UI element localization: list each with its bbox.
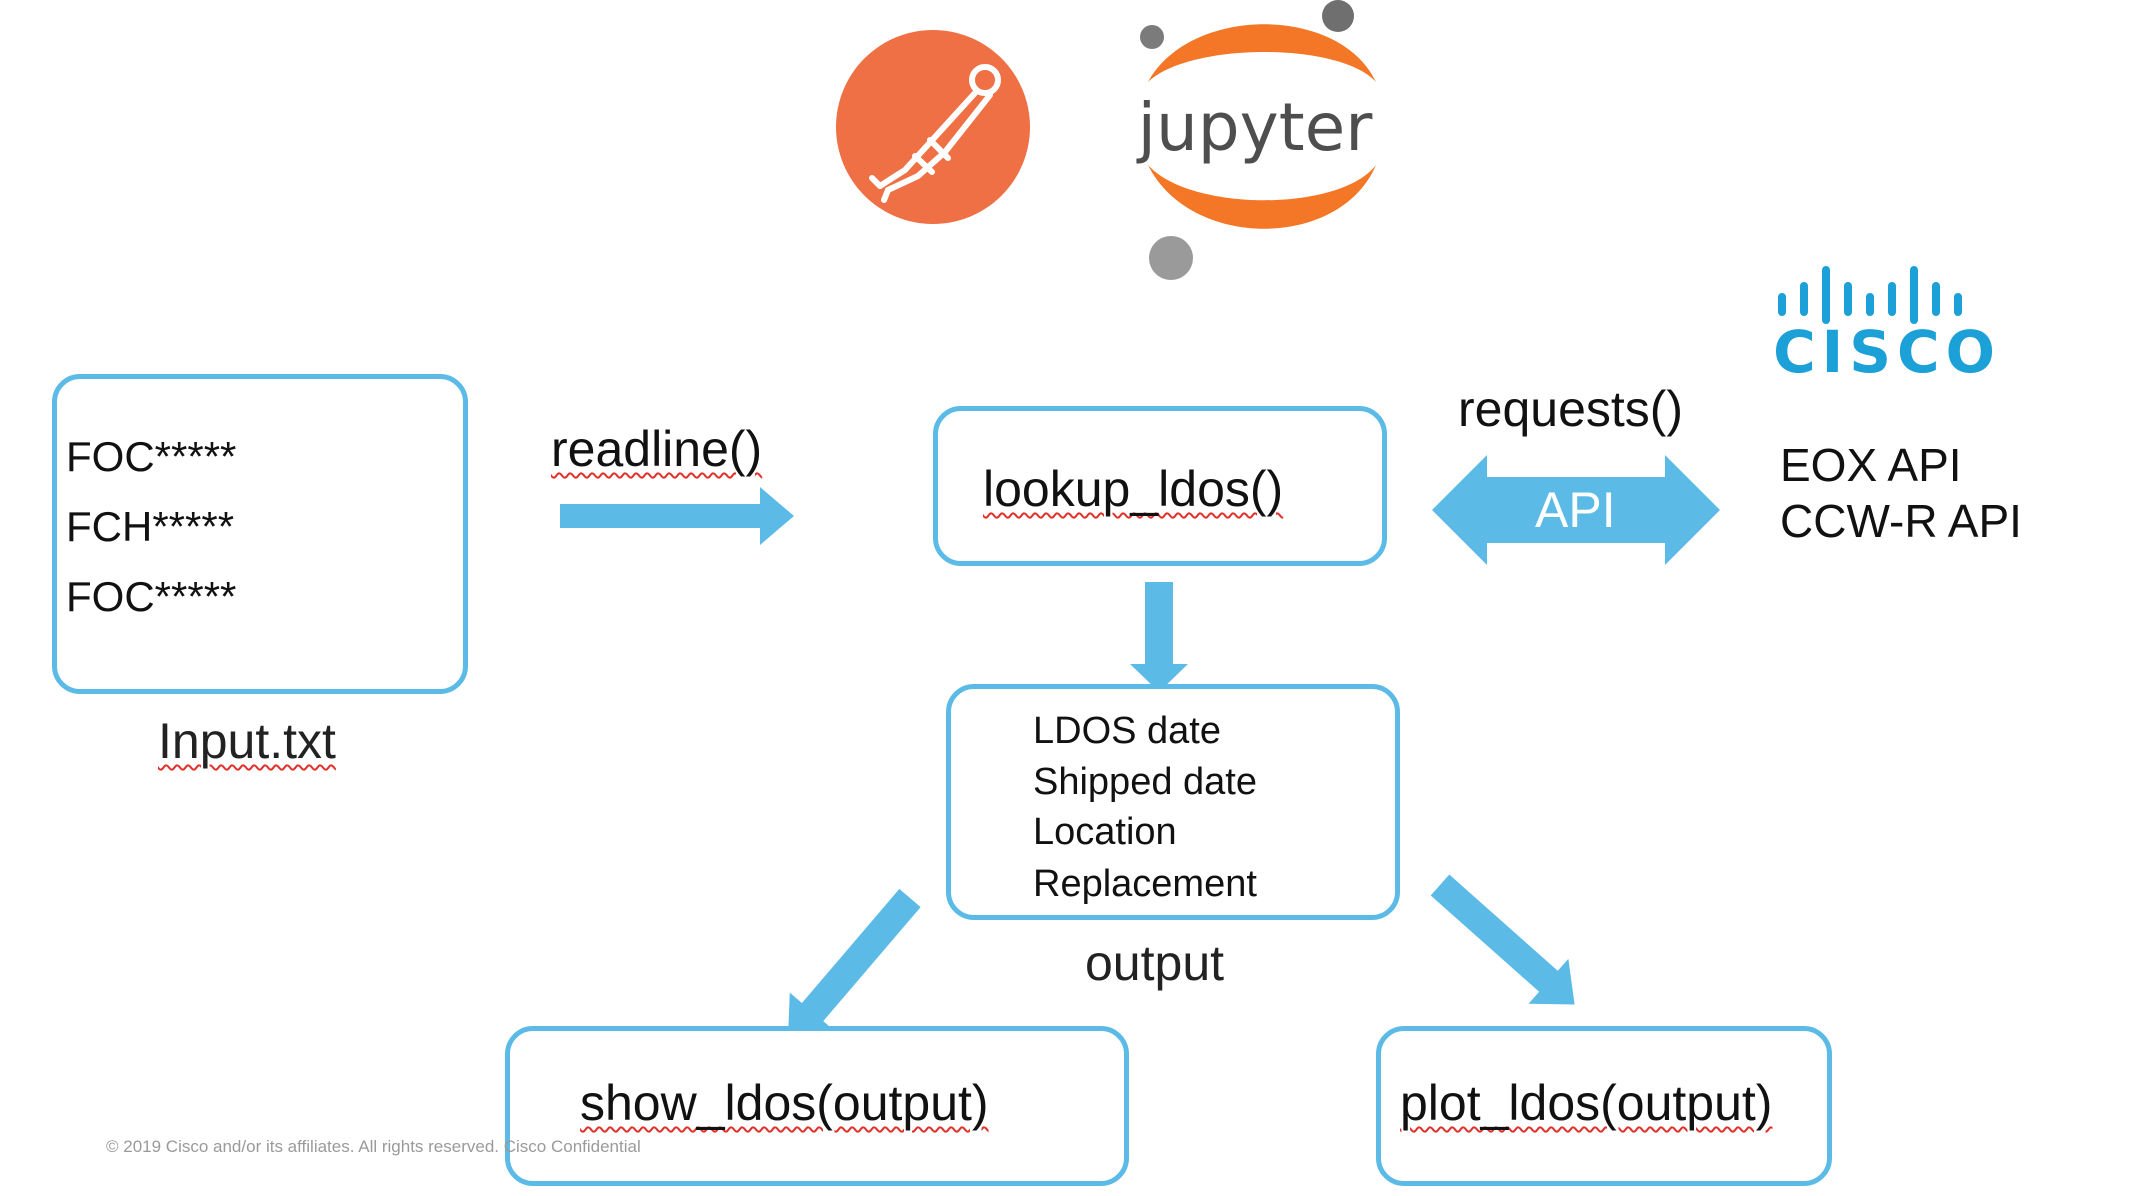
postman-logo <box>836 30 1030 224</box>
field-location: Location <box>1033 811 1177 853</box>
output-box <box>946 684 1400 920</box>
svg-text:CISCO: CISCO <box>1773 318 2001 386</box>
requests-label: requests() <box>1458 381 1684 437</box>
serial-line-1: FOC***** <box>66 433 237 480</box>
jupyter-logo: jupyter <box>1136 0 1376 280</box>
lookup-ldos-box <box>933 406 1387 566</box>
plot-ldos-label: plot_ldos(output) <box>1400 1075 1773 1131</box>
show-ldos-label: show_ldos(output) <box>580 1075 989 1131</box>
show-ldos-box <box>505 1026 1129 1186</box>
field-shipped-date: Shipped date <box>1033 761 1257 803</box>
ccwr-api-label: CCW-R API <box>1780 495 2022 547</box>
api-double-arrow <box>1432 455 1720 565</box>
api-arrow-label: API <box>1535 482 1616 538</box>
input-file-caption: Input.txt <box>158 713 336 769</box>
readline-arrow <box>560 487 794 545</box>
svg-text:jupyter: jupyter <box>1136 89 1374 166</box>
lookup-ldos-label: lookup_ldos() <box>983 461 1284 517</box>
down-arrow <box>1130 582 1188 692</box>
plot-ldos-box <box>1376 1026 1832 1186</box>
serial-line-3: FOC***** <box>66 573 237 620</box>
eox-api-label: EOX API <box>1780 439 1962 491</box>
output-caption: output <box>1085 935 1225 991</box>
copyright-footer: © 2019 Cisco and/or its affiliates. All … <box>106 1137 641 1156</box>
readline-label: readline() <box>551 421 763 477</box>
arrow-to-show <box>787 888 921 1041</box>
field-ldos-date: LDOS date <box>1033 710 1221 752</box>
serial-line-2: FCH***** <box>66 503 235 550</box>
input-file-box <box>52 374 468 694</box>
arrow-to-plot <box>1430 874 1575 1005</box>
cisco-logo: CISCO <box>1773 266 2001 386</box>
field-replacement: Replacement <box>1033 863 1257 905</box>
